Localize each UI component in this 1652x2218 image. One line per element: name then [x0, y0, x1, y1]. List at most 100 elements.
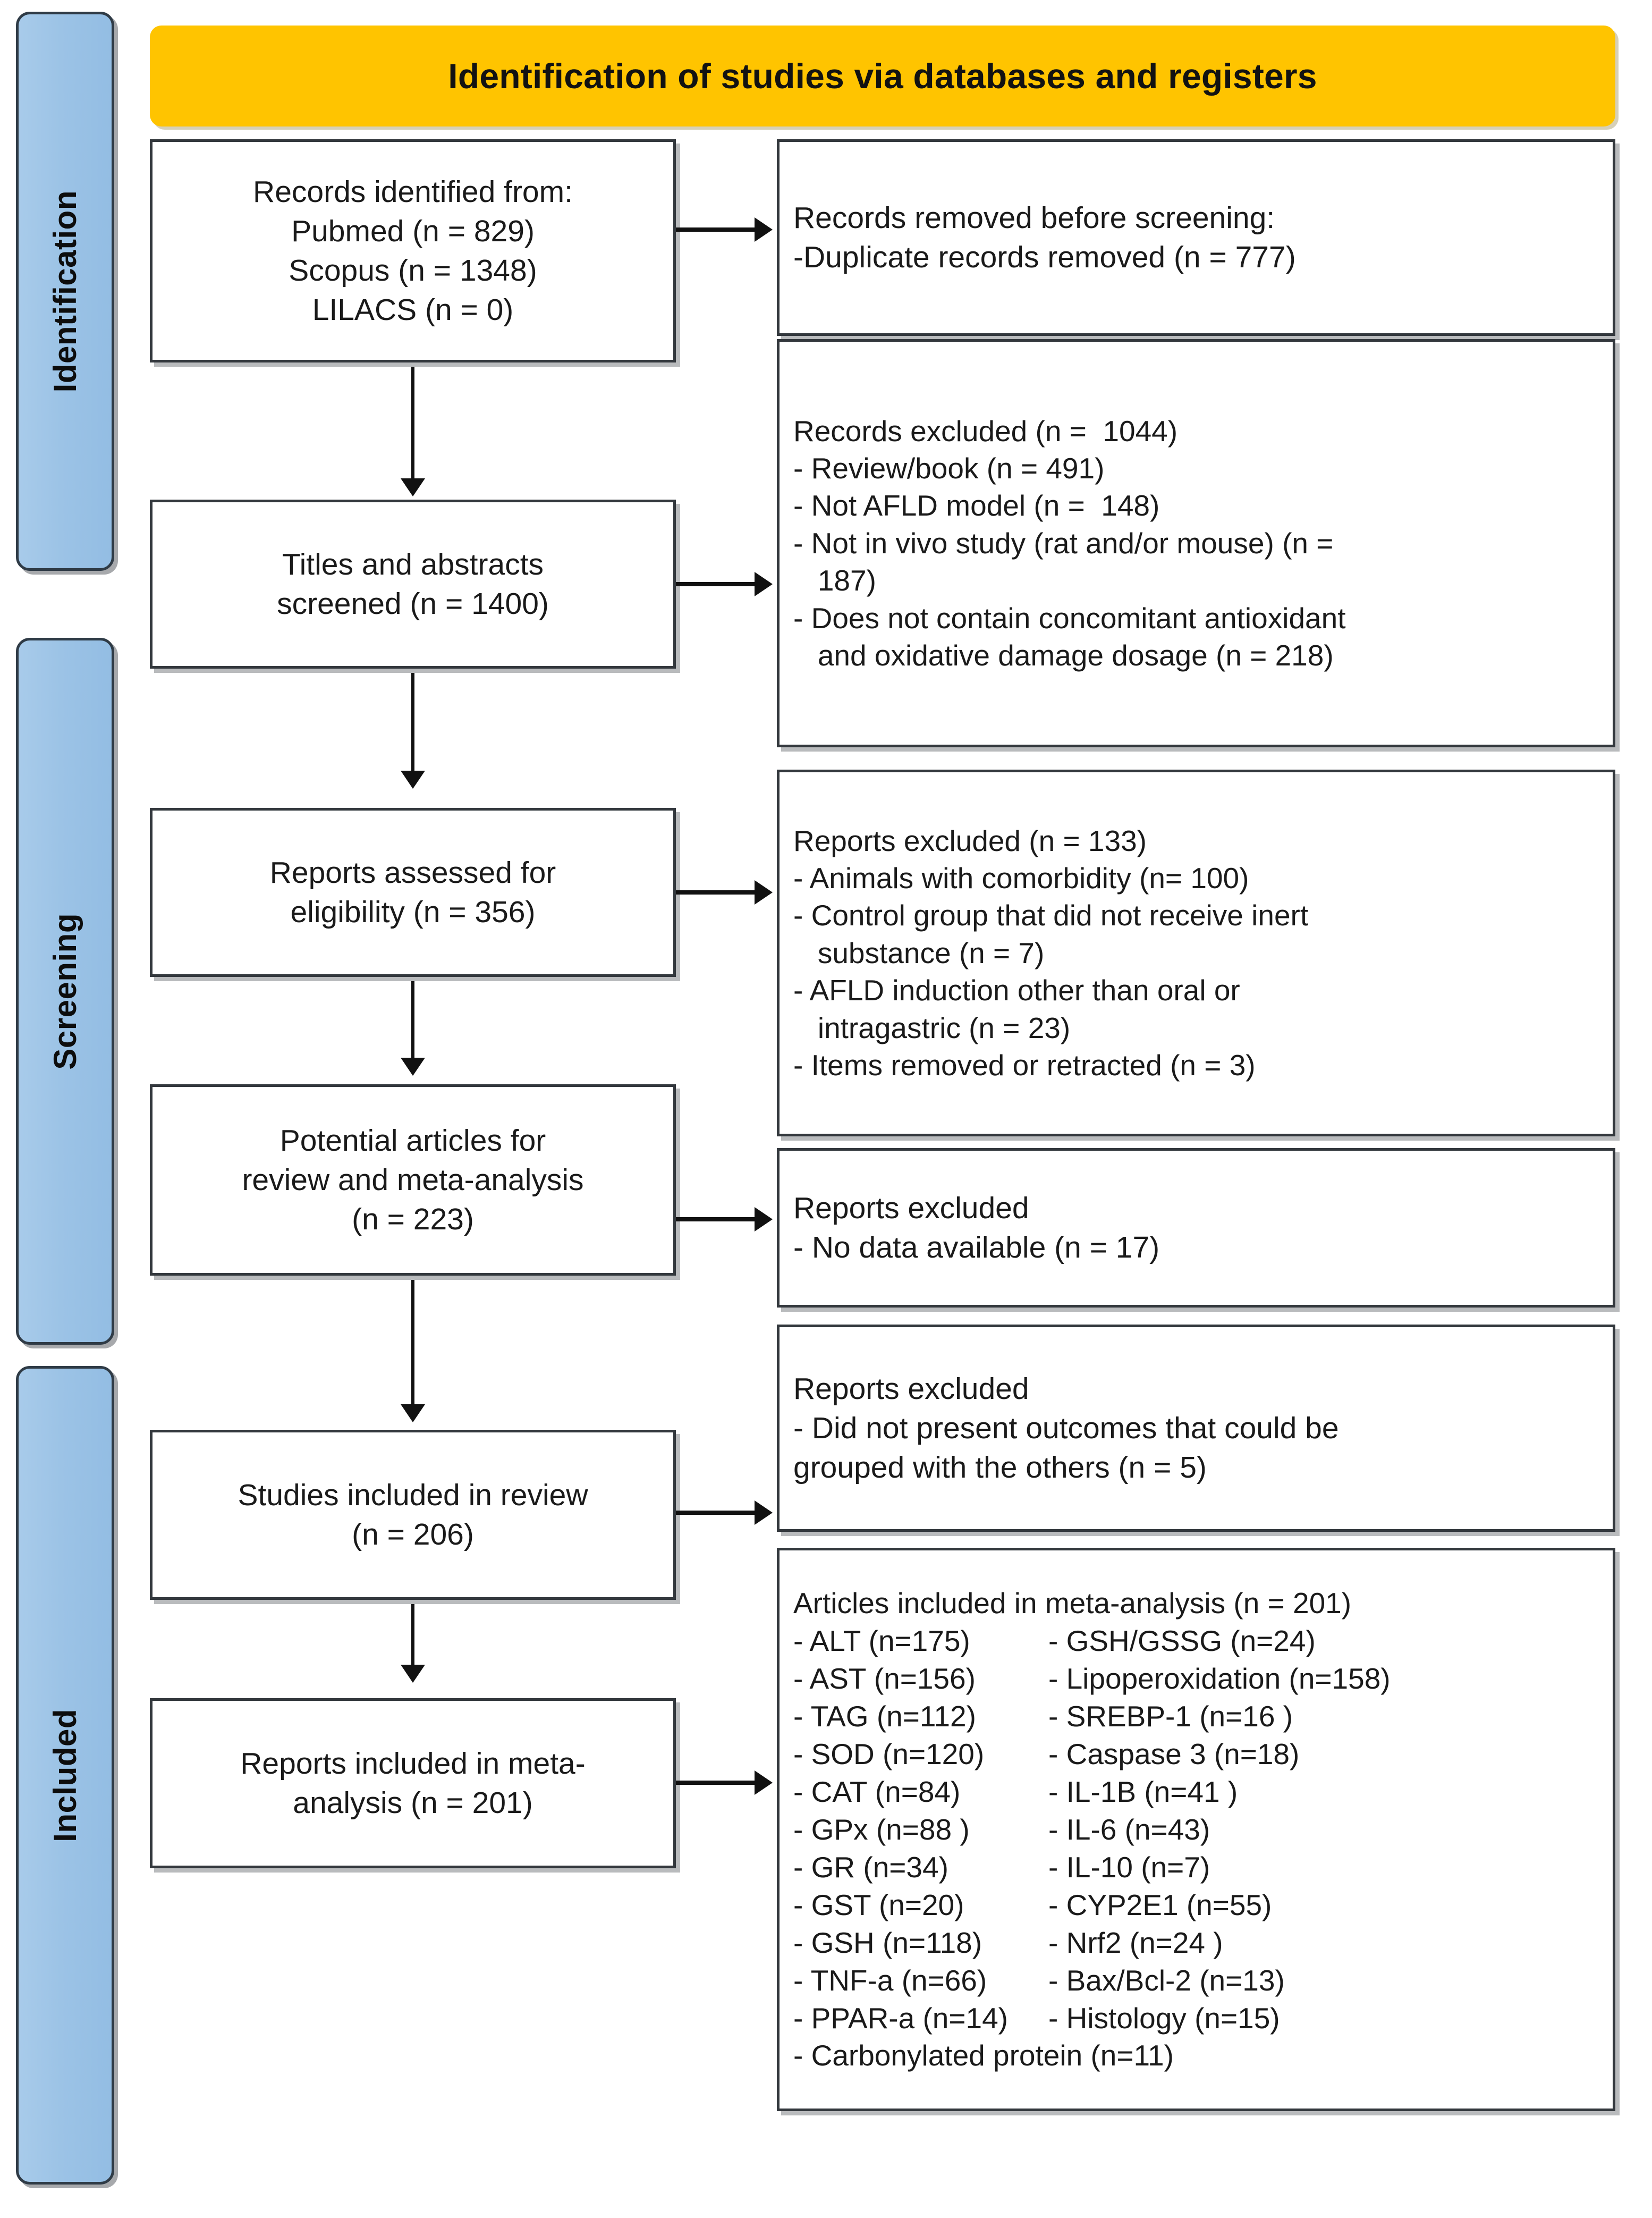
stage-bar-included: Included: [16, 1366, 114, 2185]
connector-arrowhead-right: [755, 1207, 773, 1232]
metric-left: - TAG (n=112): [793, 1700, 976, 1733]
metric-right: - IL-1B (n=41 ): [1048, 1775, 1238, 1808]
metric-right: - IL-6 (n=43): [1048, 1812, 1210, 1846]
connector-arrowhead-right: [755, 217, 773, 242]
metric-right: - SREBP-1 (n=16 ): [1048, 1700, 1293, 1733]
connector-line: [411, 1604, 414, 1668]
box-line: Studies included in review: [238, 1478, 588, 1512]
metric-right: - GSH/GSSG (n=24): [1048, 1624, 1316, 1658]
box-reports-excluded-no-data: Reports excluded - No data available (n …: [777, 1148, 1615, 1308]
box-line: analysis (n = 201): [293, 1786, 533, 1820]
box-line: LILACS (n = 0): [312, 293, 514, 327]
stage-label-screening: Screening: [47, 913, 83, 1070]
box-line: Records excluded (n = 1044): [793, 414, 1178, 448]
metric-right: - IL-10 (n=7): [1048, 1850, 1210, 1884]
box-line: - Does not contain concomitant antioxida…: [793, 601, 1346, 635]
metric-left: - GR (n=34): [793, 1850, 948, 1884]
box-records-removed-before-screening: Records removed before screening: -Dupli…: [777, 139, 1615, 336]
connector-arrowhead-right: [755, 1500, 773, 1525]
metric-left: - CAT (n=84): [793, 1775, 961, 1808]
metric-right: - Lipoperoxidation (n=158): [1048, 1662, 1391, 1696]
connector-arrowhead-right: [755, 880, 773, 905]
box-line: Records identified from:: [253, 174, 573, 209]
box-line: - Items removed or retracted (n = 3): [793, 1048, 1256, 1082]
connector-line: [676, 582, 756, 586]
box-records-excluded: Records excluded (n = 1044) - Review/boo…: [777, 339, 1615, 747]
metric-left: - TNF-a (n=66): [793, 1963, 987, 1997]
stage-bar-screening: Screening: [16, 638, 114, 1345]
connector-line: [411, 981, 414, 1061]
box-line: substance (n = 7): [793, 936, 1045, 969]
box-line: Reports excluded: [793, 1371, 1029, 1406]
stage-bar-identification: Identification: [16, 12, 114, 571]
metric-right: - CYP2E1 (n=55): [1048, 1888, 1272, 1921]
box-articles-included-meta-analysis: Articles included in meta-analysis (n = …: [777, 1548, 1615, 2111]
connector-line: [676, 1511, 756, 1515]
box-line: (n = 206): [352, 1517, 474, 1551]
box-line: - AFLD induction other than oral or: [793, 974, 1240, 1007]
box-line: - Did not present outcomes that could be: [793, 1411, 1339, 1445]
metric-left: - GST (n=20): [793, 1888, 964, 1921]
connector-arrowhead-down: [401, 1058, 425, 1076]
box-line: Reports excluded: [793, 1191, 1029, 1225]
box-line: review and meta-analysis: [242, 1162, 584, 1197]
connector-arrowhead-right: [755, 572, 773, 596]
box-line: Reports included in meta-: [240, 1746, 586, 1781]
metric-footer: - Carbonylated protein (n=11): [793, 2039, 1174, 2072]
meta-analysis-metrics-grid: - ALT (n=175) - GSH/GSSG (n=24) - AST (n…: [793, 1622, 1599, 2074]
connector-line: [411, 1280, 414, 1407]
connector-line: [676, 1217, 756, 1221]
box-line: Reports assessed for: [269, 855, 556, 890]
box-reports-excluded-133: Reports excluded (n = 133) - Animals wit…: [777, 770, 1615, 1136]
banner-title: Identification of studies via databases …: [448, 56, 1317, 96]
metric-left: - GPx (n=88 ): [793, 1812, 970, 1846]
box-line: screened (n = 1400): [277, 587, 549, 621]
connector-arrowhead-right: [755, 1770, 773, 1795]
box-line: Reports excluded (n = 133): [793, 824, 1147, 857]
box-reports-included-meta-analysis: Reports included in meta- analysis (n = …: [150, 1698, 676, 1868]
connector-arrowhead-down: [401, 1404, 425, 1422]
box-line: and oxidative damage dosage (n = 218): [793, 638, 1334, 672]
box-line: Pubmed (n = 829): [291, 214, 535, 248]
box-line: Scopus (n = 1348): [289, 254, 537, 288]
connector-line: [411, 673, 414, 774]
metric-right: - Nrf2 (n=24 ): [1048, 1926, 1223, 1959]
box-records-identified: Records identified from: Pubmed (n = 829…: [150, 139, 676, 362]
box-line: - Control group that did not receive ine…: [793, 899, 1309, 932]
box-line: Records removed before screening:: [793, 200, 1275, 235]
metric-left: - SOD (n=120): [793, 1737, 985, 1770]
metric-left: - AST (n=156): [793, 1662, 976, 1696]
box-line: eligibility (n = 356): [290, 895, 536, 929]
metric-left: - GSH (n=118): [793, 1926, 982, 1959]
connector-line: [411, 367, 414, 482]
connector-arrowhead-down: [401, 1665, 425, 1683]
stage-label-included: Included: [47, 1708, 83, 1842]
box-line: Potential articles for: [279, 1123, 546, 1158]
box-studies-included-review: Studies included in review (n = 206): [150, 1430, 676, 1600]
box-line: - Animals with comorbidity (n= 100): [793, 862, 1249, 895]
meta-analysis-heading: Articles included in meta-analysis (n = …: [793, 1586, 1352, 1620]
connector-line: [676, 1781, 756, 1785]
connector-line: [676, 227, 756, 232]
box-titles-abstracts-screened: Titles and abstracts screened (n = 1400): [150, 500, 676, 669]
box-line: - Not in vivo study (rat and/or mouse) (…: [793, 526, 1334, 560]
box-line: - Review/book (n = 491): [793, 452, 1105, 485]
box-line: - No data available (n = 17): [793, 1230, 1160, 1264]
box-potential-articles: Potential articles for review and meta-a…: [150, 1084, 676, 1276]
metric-left: - ALT (n=175): [793, 1624, 970, 1658]
connector-arrowhead-down: [401, 771, 425, 789]
metric-right: - Bax/Bcl-2 (n=13): [1048, 1963, 1285, 1997]
box-line: 187): [793, 564, 876, 597]
connector-line: [676, 890, 756, 895]
box-line: intragastric (n = 23): [793, 1011, 1071, 1044]
metric-right: - Histology (n=15): [1048, 2001, 1280, 2035]
box-line: (n = 223): [352, 1202, 474, 1237]
connector-arrowhead-down: [401, 478, 425, 496]
metric-right: - Caspase 3 (n=18): [1048, 1737, 1300, 1770]
box-line: grouped with the others (n = 5): [793, 1450, 1207, 1485]
banner-identification-of-studies: Identification of studies via databases …: [150, 26, 1615, 126]
box-reports-assessed-eligibility: Reports assessed for eligibility (n = 35…: [150, 808, 676, 977]
box-line: - Not AFLD model (n = 148): [793, 489, 1160, 522]
box-line: Titles and abstracts: [282, 547, 544, 581]
